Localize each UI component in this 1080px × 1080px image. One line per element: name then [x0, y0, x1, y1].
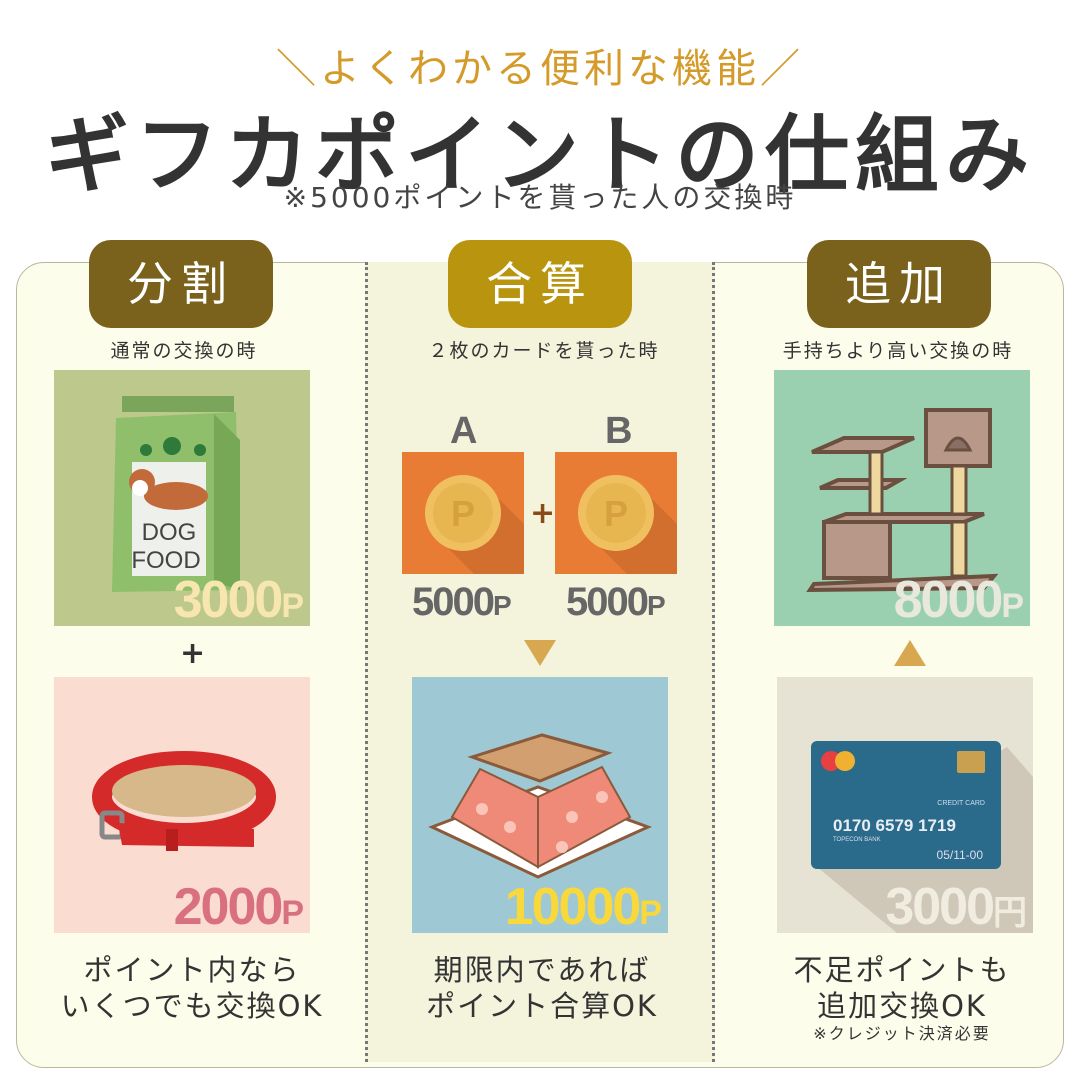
price-credit: 3000円: [885, 878, 1027, 933]
card-b-label: B: [605, 410, 633, 452]
svg-text:05/11-00: 05/11-00: [937, 848, 984, 862]
tile-kotatsu: 10000P: [412, 677, 668, 933]
desc-line: 追加交換OK: [817, 989, 987, 1023]
badge-combine: 合算: [448, 240, 632, 328]
badge-split: 分割: [89, 240, 273, 328]
desc-line: ポイント内なら: [83, 953, 301, 987]
kotatsu-icon: [428, 733, 652, 879]
svg-text:FOOD: FOOD: [131, 547, 200, 574]
desc-line: ポイント合算OK: [426, 989, 658, 1023]
desc-line: 不足ポイントも: [793, 953, 1011, 987]
eyebrow-heading: ＼よくわかる便利な機能／: [276, 46, 804, 92]
price-kotatsu: 10000P: [504, 878, 662, 933]
description-split: ポイント内なら いくつでも交換OK: [12, 952, 372, 1024]
badge-add: 追加: [807, 240, 991, 328]
page-title: ギフカポイントの仕組み: [44, 106, 1035, 204]
svg-text:P: P: [604, 493, 628, 534]
price-collar: 2000P: [173, 878, 304, 933]
desc-line: いくつでも交換OK: [60, 989, 324, 1023]
dog-collar-icon: [92, 751, 276, 851]
tile-dog-food: DOG FOOD 3000P: [54, 370, 310, 626]
p-coin-icon: P: [425, 475, 524, 574]
arrow-down-icon: [524, 640, 556, 666]
svg-text:TOPECON BANK: TOPECON BANK: [833, 837, 881, 843]
arrow-up-icon: [894, 640, 926, 666]
credit-card-icon: CREDIT CARD 0170 6579 1719 TOPECON BANK …: [811, 741, 1033, 933]
caption-combine: ２枚のカードを貰った時: [428, 340, 660, 362]
card-b-points: 5000P: [566, 580, 666, 624]
tile-credit-card: CREDIT CARD 0170 6579 1719 TOPECON BANK …: [777, 677, 1033, 933]
tile-cat-tower: 8000P: [774, 370, 1030, 626]
cat-tower-icon: [806, 408, 999, 593]
page-subtitle: ※5000ポイントを貰った人の交換時: [283, 181, 797, 214]
card-a-points: 5000P: [412, 580, 512, 624]
credit-note: ※クレジット決済必要: [813, 1024, 991, 1043]
svg-text:DOG: DOG: [142, 519, 197, 546]
caption-split: 通常の交換の時: [110, 340, 258, 362]
p-coin-icon: P: [578, 475, 677, 574]
plus-icon: +: [180, 636, 206, 671]
desc-line: 期限内であれば: [433, 953, 651, 987]
svg-text:P: P: [451, 493, 475, 534]
dog-food-bag-icon: DOG FOOD: [112, 396, 240, 592]
svg-text:CREDIT CARD: CREDIT CARD: [937, 800, 985, 807]
plus-icon: +: [530, 496, 556, 531]
caption-add: 手持ちより高い交換の時: [782, 340, 1014, 362]
description-add: 不足ポイントも 追加交換OK ※クレジット決済必要: [722, 952, 1080, 1044]
description-combine: 期限内であれば ポイント合算OK: [362, 952, 722, 1024]
price-cat-tower: 8000P: [893, 571, 1024, 626]
tile-collar: 2000P: [54, 677, 310, 933]
card-a: P: [402, 452, 524, 574]
price-dog-food: 3000P: [173, 571, 304, 626]
card-a-label: A: [450, 410, 478, 452]
card-b: P: [555, 452, 677, 574]
svg-text:0170 6579 1719: 0170 6579 1719: [833, 816, 956, 835]
